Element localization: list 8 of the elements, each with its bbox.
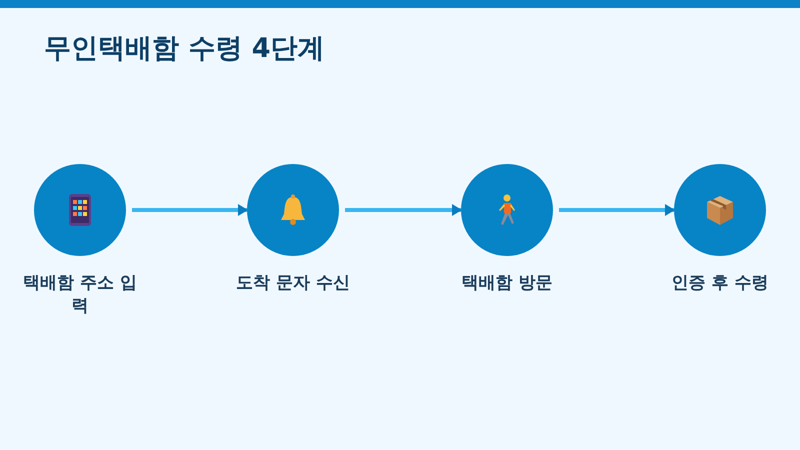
step-label: 도착 문자 수신 <box>235 272 351 295</box>
title: 무인택배함 수령 4단계 <box>44 32 325 66</box>
step-label: 인증 후 수령 <box>670 272 770 295</box>
arrow <box>559 204 675 216</box>
arrow <box>345 204 462 216</box>
step-label: 택배함 방문 <box>460 272 554 295</box>
step-label: 택배함 주소 입력 <box>22 272 138 318</box>
arrow <box>132 204 248 216</box>
